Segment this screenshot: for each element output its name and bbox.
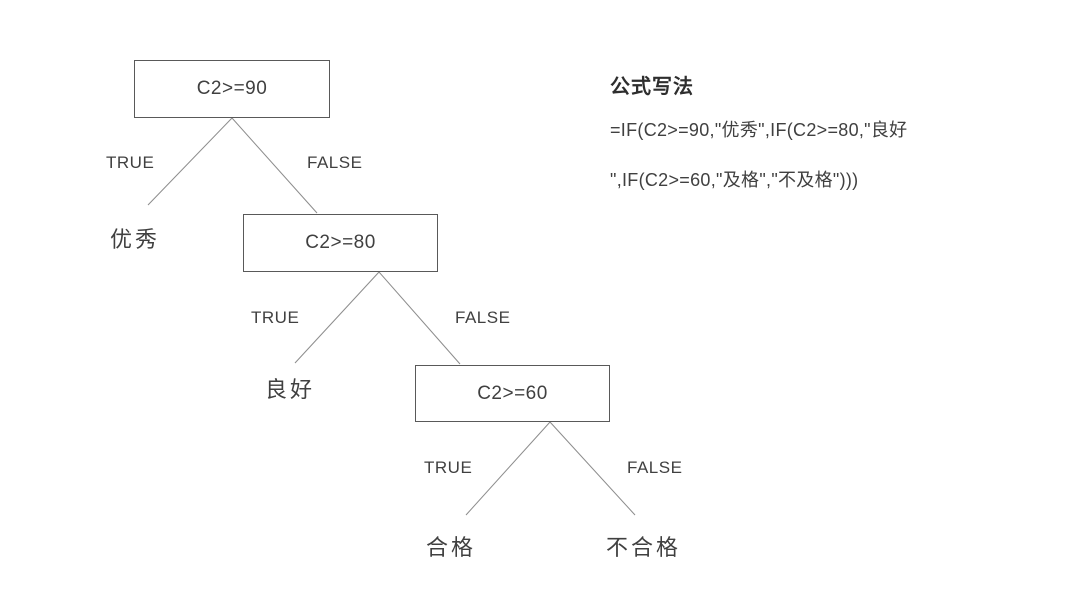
formula-panel-title: 公式写法 [610, 76, 694, 98]
leaf-result-excellent: 优秀 [110, 227, 161, 252]
condition-node-c2-90: C2>=90 [134, 60, 330, 118]
branch-line-false-3 [549, 421, 636, 516]
branch-label-false-3: FALSE [627, 458, 683, 477]
branch-line-false-2 [378, 271, 461, 365]
condition-label: C2>=80 [305, 232, 376, 253]
formula-text-line-2: ",IF(C2>=60,"及格","不及格"))) [610, 170, 859, 190]
leaf-result-fail: 不合格 [606, 535, 682, 560]
branch-line-true-3 [465, 421, 551, 516]
branch-line-false-1 [231, 117, 318, 214]
branch-label-false-2: FALSE [455, 308, 511, 327]
branch-line-true-2 [294, 271, 380, 364]
condition-node-c2-80: C2>=80 [243, 214, 438, 272]
leaf-result-pass: 合格 [426, 535, 477, 560]
formula-text-line-1: =IF(C2>=90,"优秀",IF(C2>=80,"良好 [610, 120, 908, 140]
branch-label-true-2: TRUE [251, 308, 300, 327]
branch-label-true-1: TRUE [106, 153, 155, 172]
branch-line-true-1 [147, 117, 233, 206]
branch-label-false-1: FALSE [307, 153, 363, 172]
condition-label: C2>=60 [477, 382, 548, 404]
leaf-result-good: 良好 [265, 377, 316, 402]
condition-label: C2>=90 [196, 78, 268, 99]
branch-label-true-3: TRUE [424, 458, 473, 477]
condition-node-c2-60: C2>=60 [415, 365, 610, 422]
